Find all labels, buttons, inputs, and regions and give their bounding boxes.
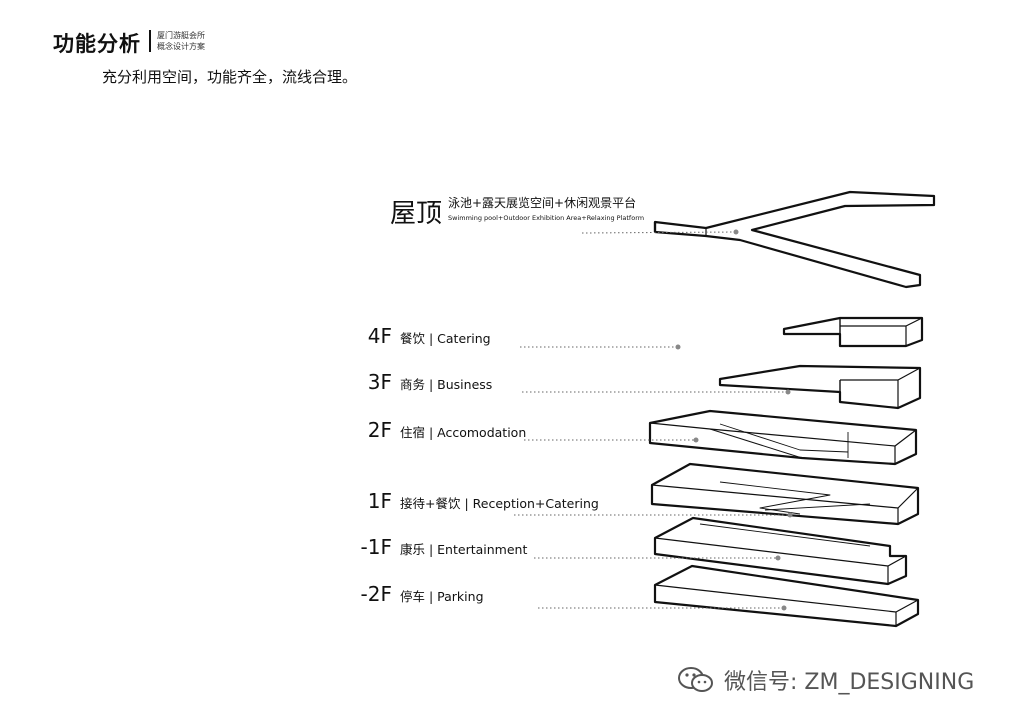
floor-label-2f: 2F 住宿 | Accomodation — [360, 418, 526, 442]
floor-function: 康乐 | Entertainment — [400, 542, 528, 557]
floor-4f-marker — [675, 344, 681, 350]
floor-1f-marker — [787, 512, 793, 518]
floor-label-4f: 4F 餐饮 | Catering — [360, 324, 491, 348]
roof-leader — [581, 231, 737, 234]
project-subtitle: 厦门游艇会所 概念设计方案 — [157, 30, 205, 52]
roof-marker — [733, 229, 739, 235]
floor-label-3f: 3F 商务 | Business — [360, 370, 493, 394]
watermark: 微信号: ZM_DESIGNING — [676, 664, 974, 696]
watermark-text: 微信号: ZM_DESIGNING — [724, 670, 975, 695]
floor-code: 3F — [367, 370, 392, 394]
floor-b2-slab — [653, 564, 920, 628]
floor-code: -2F — [360, 582, 392, 606]
floor-b1-slab — [653, 516, 908, 586]
floor-code: 2F — [367, 418, 392, 442]
floor-2f-marker — [693, 437, 699, 443]
floor-2f-slab — [648, 409, 918, 466]
floor-b1-marker — [775, 555, 781, 561]
roof-code: 屋顶 — [390, 199, 443, 229]
roof-label-en: Swimming pool+Outdoor Exhibition Area+Re… — [448, 214, 645, 222]
floor-label-b1: -1F 康乐 | Entertainment — [360, 535, 528, 559]
floor-1f-slab — [650, 462, 920, 526]
roof-label-zh: 泳池+露天展览空间+休闲观景平台 — [448, 196, 637, 210]
floor-label-b2: -2F 停车 | Parking — [360, 582, 484, 606]
title-divider — [149, 30, 151, 52]
floor-function: 住宿 | Accomodation — [400, 425, 527, 440]
floor-label-1f: 1F 接待+餐饮 | Reception+Catering — [360, 489, 599, 513]
wechat-icon — [678, 667, 713, 692]
floor-function: 商务 | Business — [400, 377, 493, 392]
floor-function: 接待+餐饮 | Reception+Catering — [400, 496, 599, 511]
floor-code: -1F — [360, 535, 392, 559]
roof-slab — [653, 190, 936, 289]
floor-code: 4F — [367, 324, 392, 348]
subtitle-line-1: 厦门游艇会所 — [157, 31, 205, 40]
floor-function: 停车 | Parking — [400, 589, 484, 604]
floor-b2-marker — [781, 605, 787, 611]
subtitle-line-2: 概念设计方案 — [157, 42, 205, 51]
page-title: 功能分析 — [53, 32, 141, 56]
floor-3f-marker — [785, 389, 791, 395]
floor-function: 餐饮 | Catering — [400, 331, 491, 346]
floor-4f-slab — [782, 316, 924, 348]
intro-text: 充分利用空间，功能齐全，流线合理。 — [102, 68, 358, 86]
floor-code: 1F — [367, 489, 392, 513]
floor-3f-slab — [718, 364, 922, 410]
